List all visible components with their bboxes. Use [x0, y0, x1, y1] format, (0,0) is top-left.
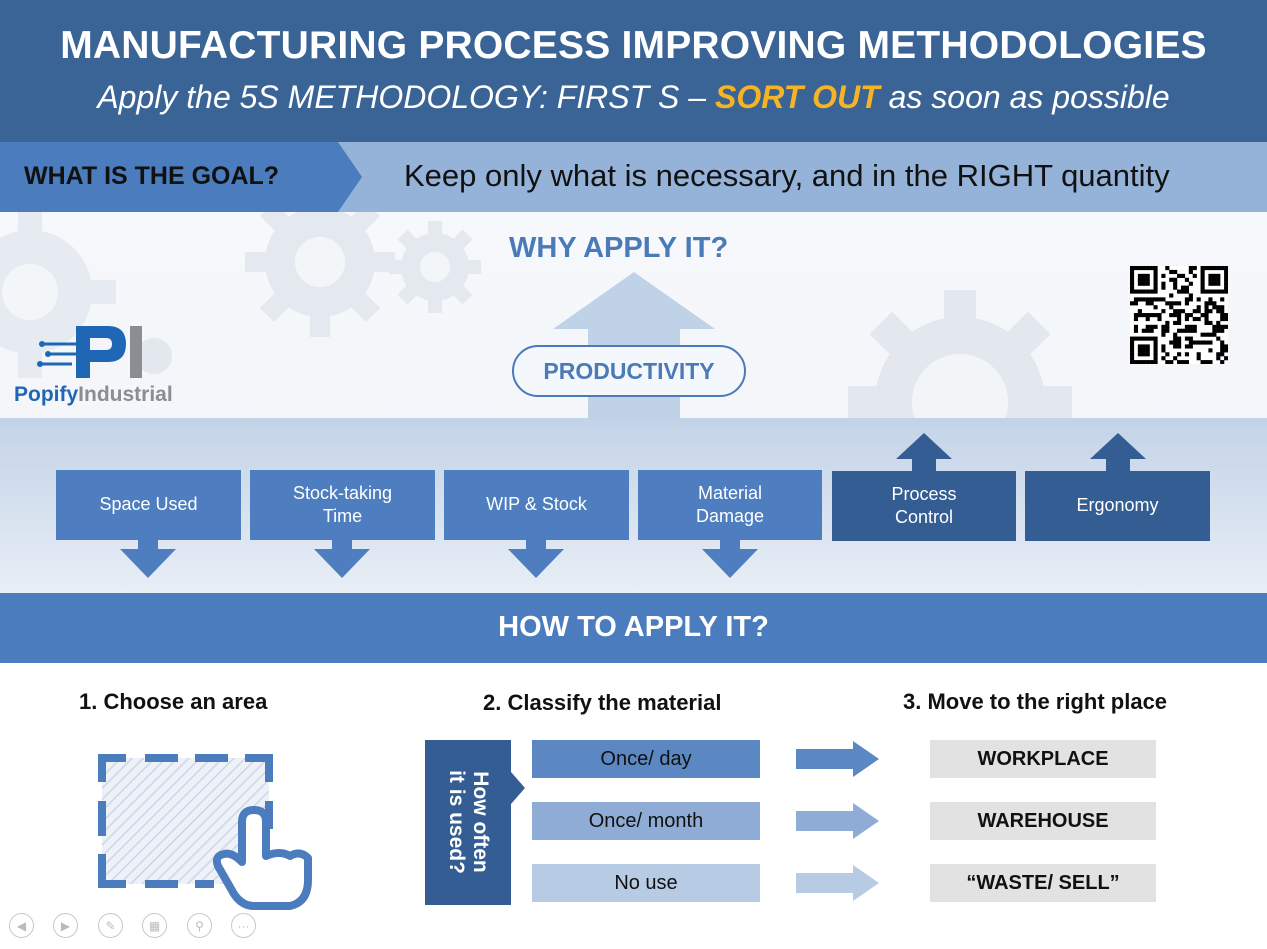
how-band — [0, 593, 1267, 663]
why-item-label: Ergonomy — [1076, 495, 1159, 516]
why-item-space-used: Space Used — [56, 470, 241, 540]
page-title: MANUFACTURING PROCESS IMPROVING METHODOL… — [60, 24, 1207, 67]
frequency-once-month: Once/ month — [532, 802, 760, 840]
why-item-wip-stock: WIP & Stock — [444, 470, 629, 540]
goal-label: WHAT IS THE GOAL? — [24, 162, 280, 190]
goal-tag — [0, 142, 362, 212]
why-item-label: Material — [697, 482, 762, 503]
frequency-no-use: No use — [532, 864, 760, 902]
productivity-pill: PRODUCTIVITY — [512, 345, 746, 397]
qr-code-icon — [1130, 266, 1228, 364]
more-icon[interactable]: ··· — [231, 913, 256, 938]
step-1-title: 1. Choose an area — [79, 689, 268, 714]
how-title: HOW TO APPLY IT? — [498, 611, 769, 643]
why-item-label-2: Time — [322, 506, 363, 526]
why-item-label: Stock-taking — [292, 482, 393, 503]
header-banner — [0, 0, 1267, 142]
pen-icon[interactable]: ✎ — [98, 913, 123, 938]
destination-waste-sell: “WASTE/ SELL” — [930, 864, 1156, 902]
logo-part1: Popify — [14, 383, 79, 406]
gear-icon — [245, 212, 395, 337]
classify-line-1: How often — [469, 771, 493, 873]
right-arrow-icon — [796, 865, 879, 901]
gear-icon — [389, 221, 481, 313]
why-item-label-2: Control — [894, 507, 954, 527]
gear-icon — [0, 212, 116, 378]
frequency-once-day: Once/ day — [532, 740, 760, 778]
logo-text: PopifyIndustrial — [14, 383, 173, 407]
why-item-label-2: Damage — [695, 506, 765, 526]
step-3-title: 3. Move to the right place — [903, 689, 1168, 714]
classify-line-2: it is used? — [445, 770, 468, 874]
right-arrow-icon — [796, 803, 879, 839]
select-area-icon — [98, 754, 312, 910]
popify-logo-icon — [37, 326, 172, 378]
why-item-label: Space Used — [99, 494, 198, 515]
slides-icon[interactable]: ▦ — [142, 913, 167, 938]
logo-part2: Industrial — [78, 383, 173, 406]
subtitle-post: as soon as possible — [879, 79, 1170, 115]
destination-warehouse: WAREHOUSE — [930, 802, 1156, 840]
page-subtitle: Apply the 5S METHODOLOGY: FIRST S – SORT… — [0, 79, 1267, 116]
why-title: WHY APPLY IT? — [509, 232, 729, 264]
next-icon[interactable]: ▶ — [53, 913, 78, 938]
why-item-ergonomy: Ergonomy — [1025, 471, 1210, 541]
destination-workplace: WORKPLACE — [930, 740, 1156, 778]
previous-icon[interactable]: ◀ — [9, 913, 34, 938]
zoom-icon[interactable]: ⚲ — [187, 913, 212, 938]
why-item-label: WIP & Stock — [486, 494, 587, 515]
goal-text: Keep only what is necessary, and in the … — [404, 158, 1170, 193]
why-item-label: Process — [891, 483, 957, 504]
subtitle-highlight: SORT OUT — [714, 79, 880, 115]
right-arrow-icon — [796, 741, 879, 777]
subtitle-pre: Apply the 5S METHODOLOGY: FIRST S – — [97, 79, 715, 115]
classify-label-box — [425, 740, 525, 905]
step-2-title: 2. Classify the material — [483, 690, 722, 715]
